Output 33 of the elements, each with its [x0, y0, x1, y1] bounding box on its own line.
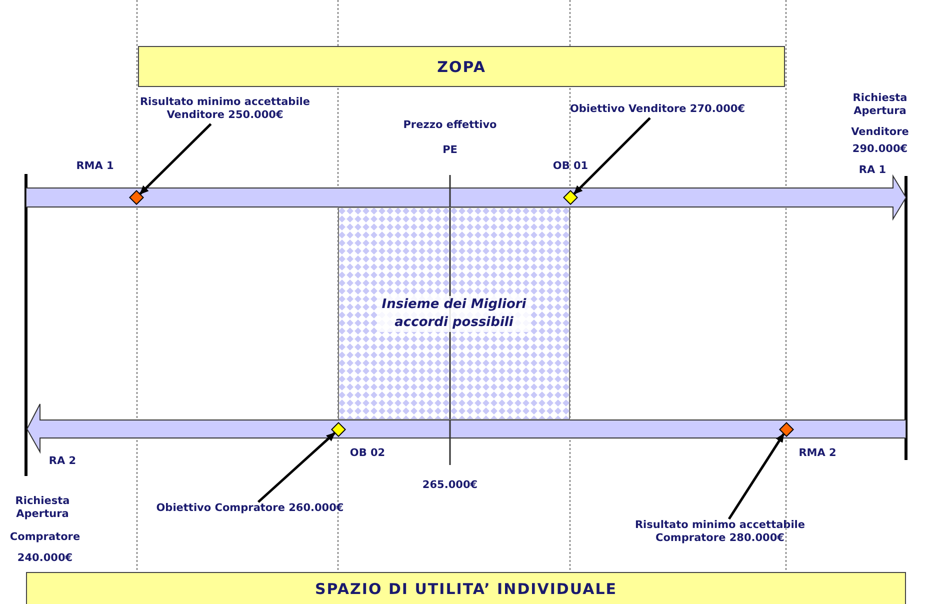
value-label: RA 2 [48, 455, 78, 468]
agreement-area [338, 207, 570, 420]
area-label: Insieme dei Migliori accordi possibili [379, 296, 529, 332]
callout-text: Obiettivo Compratore 260.000€ [140, 502, 360, 517]
value-label: 265.000€ [421, 479, 479, 492]
callout-text: Obiettivo Venditore 270.000€ [555, 103, 760, 118]
band-title: SPAZIO DI UTILITA’ INDIVIDUALE [315, 580, 617, 598]
marker-diamond [331, 422, 346, 437]
value-label: Compratore [8, 531, 82, 544]
callout-text: Risultato minimo accettabile Venditore 250.000€ [125, 96, 325, 124]
marker-diamond [779, 422, 794, 437]
value-label: Prezzo effettivo [402, 119, 498, 132]
point-label: OB 01 [552, 160, 590, 173]
marker-diamond [129, 190, 144, 205]
value-label: 240.000€ [16, 552, 74, 565]
utility-band [26, 572, 906, 604]
value-label: Richiesta Apertura [14, 495, 71, 521]
leader-arrow [139, 123, 212, 195]
value-label: Venditore [850, 126, 910, 139]
value-label: 290.000€ [851, 143, 909, 156]
point-label: RMA 2 [798, 447, 838, 460]
band-title: ZOPA [437, 58, 486, 76]
value-label: PE [442, 144, 458, 157]
point-label: OB 02 [348, 447, 386, 460]
callout-text: Risultato minimo accettabile Compratore 280.000€ [605, 519, 835, 547]
zopa-band [138, 46, 785, 87]
point-label: RMA 1 [75, 160, 115, 173]
leader-arrow [573, 117, 651, 195]
value-label: Richiesta Apertura [852, 92, 908, 118]
leader-arrow [257, 432, 336, 503]
marker-diamond [563, 190, 578, 205]
value-label: RA 1 [858, 164, 888, 177]
leader-arrow [728, 433, 785, 520]
